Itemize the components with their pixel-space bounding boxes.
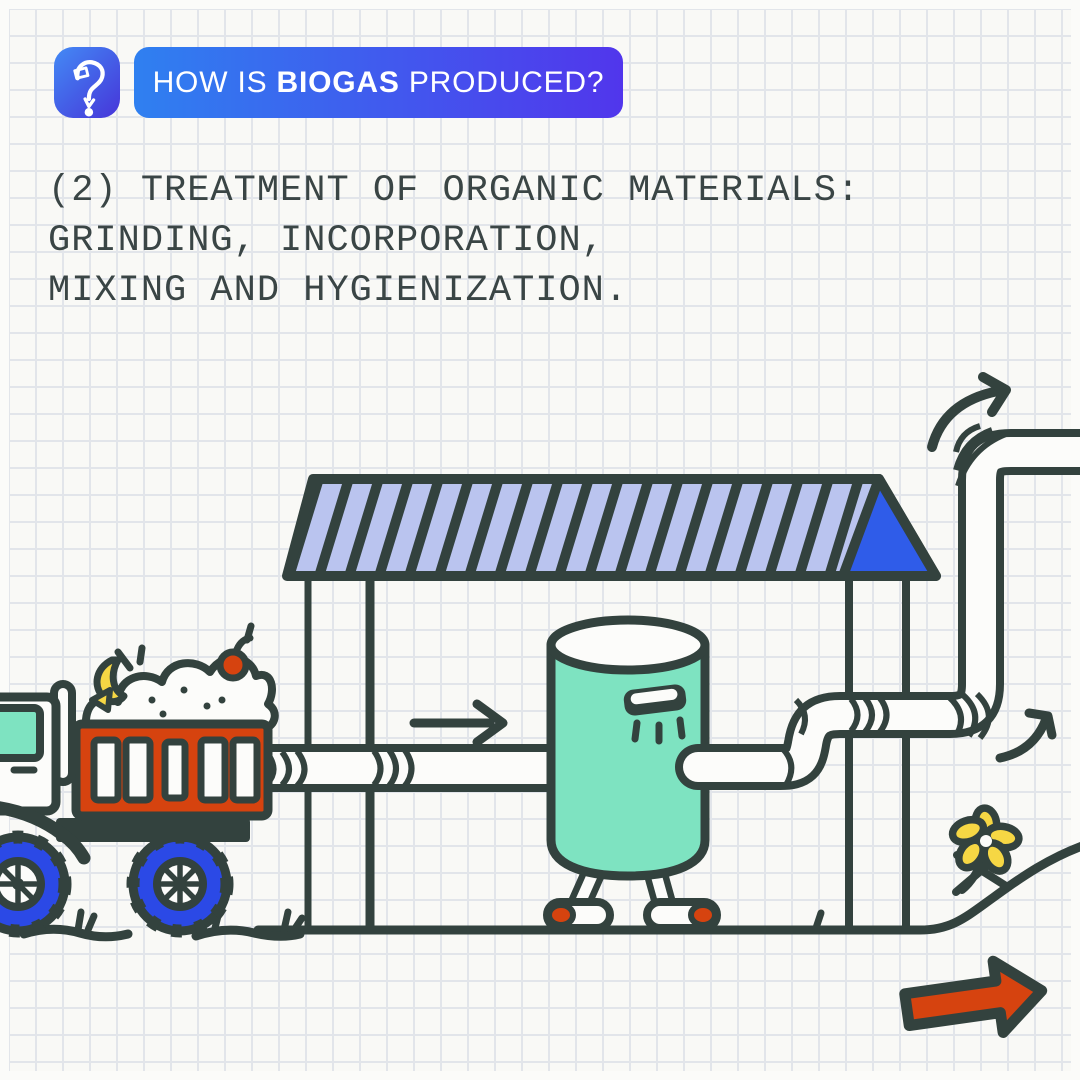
tank-vent-ticks bbox=[631, 716, 686, 745]
title-bold: BIOGAS bbox=[276, 65, 400, 99]
title-pre: HOW IS bbox=[152, 65, 277, 99]
step-description: (2) TREATMENT OF ORGANIC MATERIALS: GRIN… bbox=[48, 166, 1008, 316]
cab-window bbox=[0, 704, 44, 762]
next-arrow bbox=[899, 955, 1048, 1038]
title-banner: HOW IS BIOGAS PRODUCED? bbox=[134, 47, 623, 118]
rear-wheel bbox=[126, 830, 234, 938]
scrap-dots bbox=[148, 686, 226, 718]
question-mark-icon bbox=[73, 59, 105, 116]
front-wheel bbox=[0, 830, 72, 938]
step-line-2: GRINDING, INCORPORATION, bbox=[48, 220, 605, 262]
treatment-tank-character bbox=[543, 615, 721, 932]
gas-flow-arrow-bottom bbox=[995, 708, 1057, 763]
apple-scrap bbox=[216, 648, 250, 682]
flower-doodle bbox=[948, 804, 1023, 896]
organic-load bbox=[81, 622, 279, 732]
flow-arrow-left bbox=[409, 699, 508, 747]
shed-roof bbox=[282, 474, 941, 581]
shed-gable bbox=[838, 474, 941, 581]
pipe-ribs bbox=[780, 423, 1008, 787]
tank-hatch bbox=[623, 684, 687, 716]
title-post: PRODUCED? bbox=[399, 65, 605, 99]
step-line-3: MIXING AND HYGIENIZATION. bbox=[48, 270, 629, 312]
gas-flow-arrow-top bbox=[927, 372, 1011, 452]
question-badge bbox=[54, 47, 120, 118]
outlet-pipe bbox=[675, 423, 1080, 790]
inlet-pipe bbox=[246, 744, 558, 792]
step-line-1: (2) TREATMENT OF ORGANIC MATERIALS: bbox=[48, 170, 861, 212]
flower-petals bbox=[948, 804, 1023, 875]
truck bbox=[0, 622, 279, 938]
truck-chassis bbox=[56, 818, 250, 842]
tank-top bbox=[546, 615, 710, 675]
front-fender bbox=[0, 801, 91, 865]
tank-shoes bbox=[543, 898, 721, 932]
trailer-slats bbox=[90, 736, 261, 804]
